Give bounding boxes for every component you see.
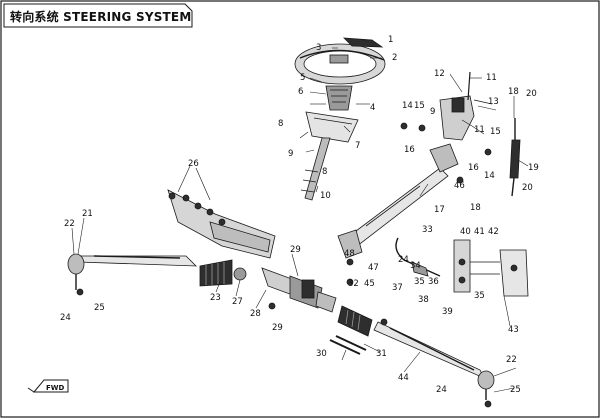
front-frame-bracket: [167, 189, 276, 259]
steering-column-shaft: [300, 137, 331, 201]
callout-48: 48: [344, 249, 355, 259]
callout-40: 40: [460, 227, 471, 237]
callout-18b: 18: [470, 203, 481, 213]
callout-16b: 16: [468, 163, 479, 173]
callout-11b: 11: [474, 125, 485, 135]
callout-15a: 15: [414, 101, 425, 111]
callout-23: 23: [210, 293, 221, 303]
callout-25b: 25: [510, 385, 521, 395]
callout-31: 31: [376, 349, 387, 359]
callout-43: 43: [508, 325, 519, 335]
callout-45: 45: [364, 279, 375, 289]
callout-22a: 22: [64, 219, 75, 229]
steering-rack: [261, 267, 337, 313]
callout-6: 6: [298, 87, 303, 97]
callout-15b: 15: [490, 127, 501, 137]
callout-33: 33: [422, 225, 433, 235]
callout-7: 7: [355, 141, 360, 151]
callout-46: 46: [454, 181, 465, 191]
callout-9b: 9: [430, 107, 435, 117]
callout-29b: 29: [272, 323, 283, 333]
callout-44: 44: [398, 373, 409, 383]
parts-drawing: [67, 37, 529, 408]
callout-18a: 18: [508, 87, 519, 97]
page-title: 转向系统 STEERING SYSTEM: [10, 10, 192, 24]
callout-16a: 16: [404, 145, 415, 155]
callout-38: 38: [418, 295, 429, 305]
callout-17: 17: [434, 205, 445, 215]
callout-24c: 24: [436, 385, 447, 395]
callout-5: 5: [300, 73, 305, 83]
leader-lines: [71, 39, 529, 393]
inner-rod-set: [329, 335, 367, 355]
fwd-arrow-badge: FWD: [27, 379, 69, 393]
callout-30: 30: [316, 349, 327, 359]
callouts: 1 2 3 4 5 6 7 8 8 9 9 10 11 11 12 13 14 …: [60, 35, 539, 395]
callout-22b: 22: [506, 355, 517, 365]
left-tie-rod: [67, 253, 197, 290]
callout-1: 1: [388, 35, 393, 45]
callout-26: 26: [188, 159, 199, 169]
steering-hub: [325, 85, 353, 111]
eps-mount-bracket: [453, 239, 529, 297]
callout-12: 12: [434, 69, 445, 79]
right-tie-rod: [373, 321, 495, 400]
small-fasteners: [76, 122, 492, 408]
fwd-label: FWD: [46, 384, 65, 392]
left-boot: [199, 259, 247, 287]
callout-27: 27: [232, 297, 243, 307]
callout-35a: 35: [414, 277, 425, 287]
callout-14b: 14: [484, 171, 495, 181]
callout-20a: 20: [526, 89, 537, 99]
callout-2: 2: [392, 53, 397, 63]
callout-20b: 20: [522, 183, 533, 193]
callout-8b: 8: [322, 167, 327, 177]
right-boot: [337, 305, 373, 337]
callout-11a: 11: [486, 73, 497, 83]
callout-4: 4: [370, 103, 375, 113]
callout-10: 10: [320, 191, 331, 201]
callout-24a: 24: [60, 313, 71, 323]
callout-47: 47: [368, 263, 379, 273]
column-cover: [305, 111, 359, 143]
callout-39: 39: [442, 307, 453, 317]
callout-35b: 35: [474, 291, 485, 301]
callout-29a: 29: [290, 245, 301, 255]
intermediate-shaft: [337, 143, 459, 259]
callout-13: 13: [488, 97, 499, 107]
wire-harness: [395, 237, 441, 277]
callout-25a: 25: [94, 303, 105, 313]
callout-41: 41: [474, 227, 485, 237]
callout-19: 19: [528, 163, 539, 173]
steering-wheel: [294, 37, 386, 85]
callout-8a: 8: [278, 119, 283, 129]
callout-32: 32: [348, 279, 359, 289]
callout-42: 42: [488, 227, 499, 237]
callout-34: 34: [410, 261, 421, 271]
title-tab-outline: [3, 3, 193, 28]
gas-strut: [509, 118, 521, 197]
callout-36: 36: [428, 277, 439, 287]
callout-21: 21: [82, 209, 93, 219]
callout-14a: 14: [402, 101, 413, 111]
callout-24b: 24: [398, 255, 409, 265]
callout-28: 28: [250, 309, 261, 319]
callout-9a: 9: [288, 149, 293, 159]
tilt-bracket: [439, 71, 493, 141]
callout-3: 3: [316, 43, 321, 53]
callout-37: 37: [392, 283, 403, 293]
